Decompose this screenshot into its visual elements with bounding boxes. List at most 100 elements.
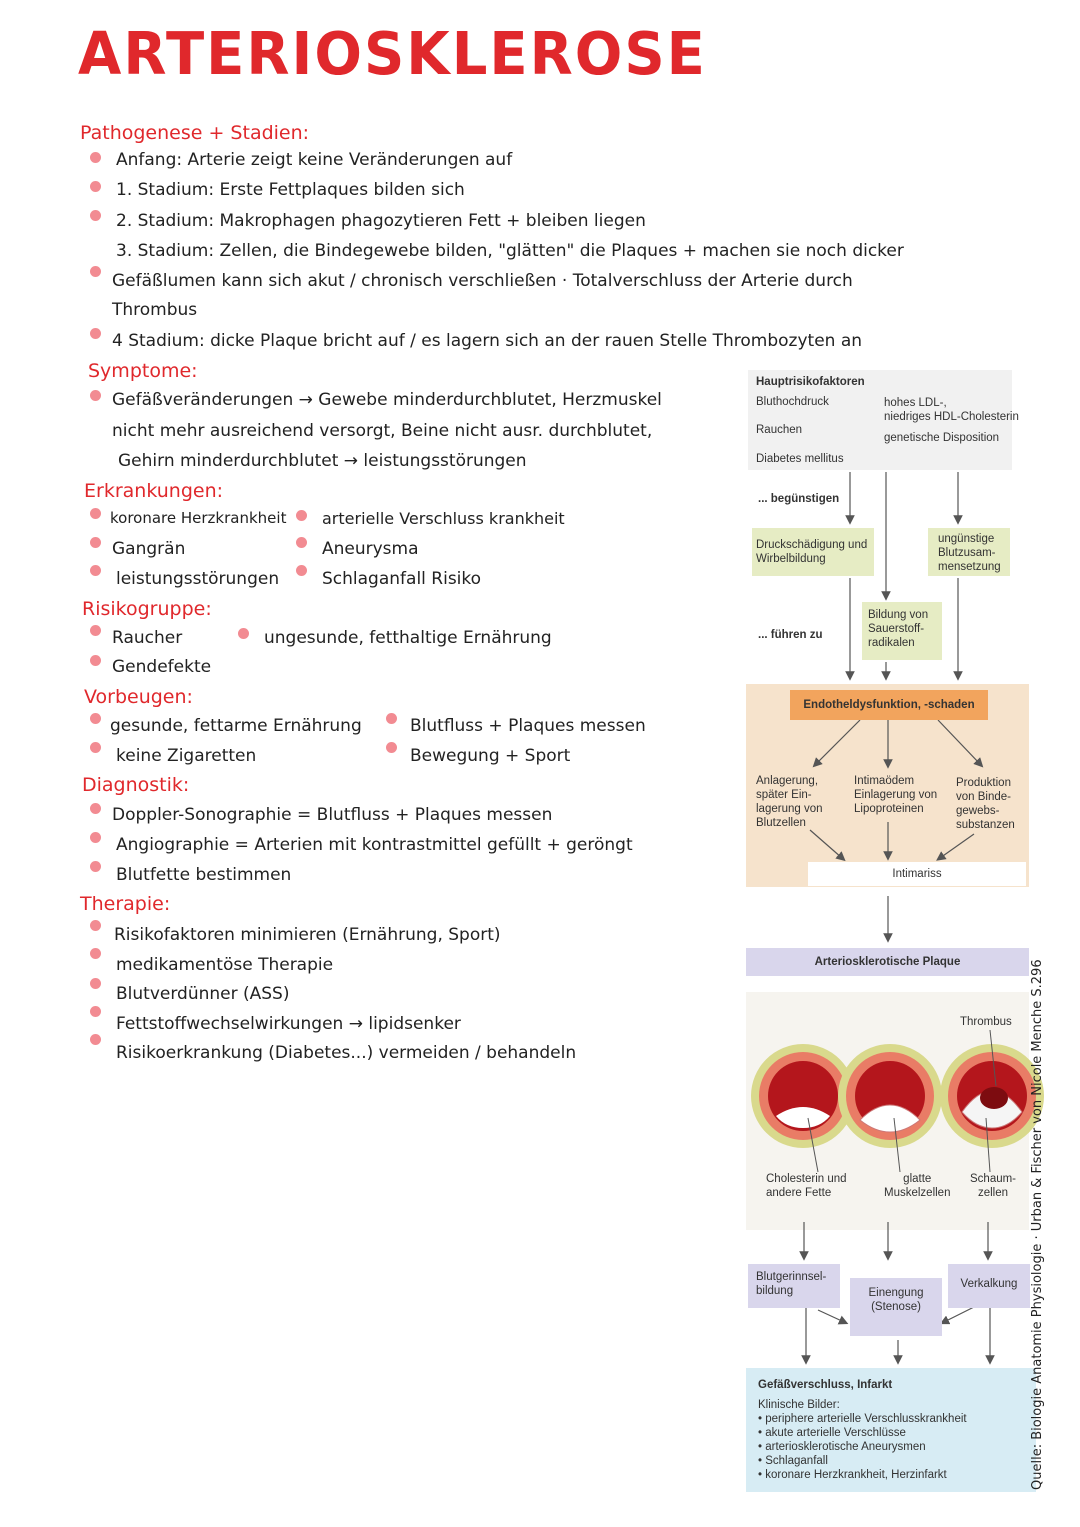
endothel-box: Endotheldysfunktion, -schaden (790, 690, 988, 720)
bullet-icon (90, 152, 101, 163)
intima-line: Lipoproteinen (854, 803, 924, 815)
intima-line: Einlagerung von (854, 789, 938, 801)
blut-line: Blutzusam- (938, 547, 996, 559)
bullet-icon (90, 565, 101, 576)
clinical-item: • periphere arterielle Verschlusskrankhe… (758, 1413, 967, 1425)
clinical-item-text: arteriosklerotische Aneurysmen (765, 1441, 926, 1453)
symptome-item: nicht mehr ausreichend versorgt, Beine n… (112, 421, 653, 441)
intimariss-box: Intimariss (808, 862, 1026, 886)
beguenstigen-label: ... begünstigen (758, 493, 840, 505)
risk-factor: Rauchen (756, 424, 803, 436)
anlagerung-line: Anlagerung, (756, 775, 819, 787)
vessel-cross-section-icon (838, 1044, 942, 1148)
verkalkung-box: Verkalkung (948, 1264, 1030, 1308)
page-title: ARTERIOSKLEROSE (78, 20, 707, 89)
therapie-item: Risikofaktoren minimieren (Ernährung, Sp… (114, 925, 501, 945)
verschluss-heading: Gefäßverschluss, Infarkt (758, 1379, 893, 1391)
heading-diagnostik: Diagnostik: (82, 774, 190, 796)
einengung-line: Einengung (868, 1287, 924, 1299)
plaque-box: Arteriosklerotische Plaque (746, 948, 1029, 976)
bullet-icon (90, 266, 101, 277)
risk-factor: genetische Disposition (884, 432, 1000, 444)
bullet-icon (90, 537, 101, 548)
risk-heading: Hauptrisikofaktoren (756, 376, 865, 388)
bullet-icon (90, 390, 101, 401)
risk-factor: niedriges HDL-Cholesterin (884, 411, 1019, 423)
druck-line: Druckschädigung und (756, 539, 868, 551)
einengung-line: (Stenose) (871, 1301, 921, 1313)
symptome-item: Gefäßveränderungen → Gewebe minderdurchb… (112, 390, 662, 410)
muskelzellen-label: glatte Muskelzellen (884, 1172, 950, 1200)
erkrankung-item: koronare Herzkrankheit (110, 509, 287, 527)
bullet-icon (90, 625, 101, 636)
bullet-icon (90, 181, 101, 192)
pathogenese-item: 1. Stadium: Erste Fettplaques bilden sic… (116, 180, 465, 200)
clinical-item-text: akute arterielle Verschlüsse (765, 1427, 906, 1439)
clinical-item-text: Schlaganfall (765, 1455, 828, 1467)
therapie-item: Blutverdünner (ASS) (116, 984, 290, 1004)
bullet-icon (90, 920, 101, 931)
symptome-item: Gehirn minderdurchblutet → leistungsstör… (118, 451, 527, 471)
schaumzellen-label: Schaum- zellen (970, 1172, 1016, 1200)
anlagerung-line: lagerung von (756, 803, 823, 815)
produktion-line: von Binde- (956, 791, 1011, 803)
risiko-item: Raucher (112, 628, 183, 648)
blut-line: ungünstige (938, 533, 995, 545)
vorbeugen-item: Bewegung + Sport (410, 746, 571, 766)
pathogenese-item: 3. Stadium: Zellen, die Bindegewebe bild… (116, 241, 904, 261)
erkrankung-item: Schlaganfall Risiko (322, 569, 482, 589)
bullet-icon (90, 832, 101, 843)
bullet-icon (90, 713, 101, 724)
diagnostik-item: Doppler-Sonographie = Blutfluss + Plaque… (112, 805, 553, 825)
risiko-item: ungesunde, fetthaltige Ernährung (264, 628, 552, 648)
blutgerinnsel-box: Blutgerinnsel- bildung (748, 1264, 840, 1308)
heading-erkrankungen: Erkrankungen: (84, 480, 224, 502)
clinical-item: • akute arterielle Verschlüsse (758, 1427, 906, 1439)
source-citation: Quelle: Biologie Anatomie Physiologie · … (1030, 959, 1045, 1490)
cholesterin-line: andere Fette (766, 1187, 832, 1199)
bullet-icon (90, 742, 101, 753)
druck-line: Wirbelbildung (756, 553, 826, 565)
heading-pathogenese: Pathogenese + Stadien: (80, 122, 310, 144)
bullet-icon (238, 628, 249, 639)
klinische-bilder-label: Klinische Bilder: (758, 1399, 840, 1411)
anlagerung-text: Anlagerung, später Ein- lagerung von Blu… (756, 774, 823, 830)
pathogenese-item: 2. Stadium: Makrophagen phagozytieren Fe… (116, 211, 646, 231)
pathogenese-item: Gefäßlumen kann sich akut / chronisch ve… (112, 271, 853, 291)
produktion-text: Produktion von Binde- gewebs- substanzen (956, 776, 1015, 832)
produktion-line: gewebs- (956, 805, 1000, 817)
diagnostik-item: Blutfette bestimmen (116, 865, 292, 885)
risk-factor: Bluthochdruck (756, 396, 829, 408)
therapie-item: medikamentöse Therapie (116, 955, 334, 975)
bullet-icon (90, 803, 101, 814)
bullet-icon (90, 978, 101, 989)
radikale-line: radikalen (868, 637, 915, 649)
risiko-item: Gendefekte (112, 657, 212, 677)
erkrankung-item: Gangrän (112, 539, 186, 559)
cholesterin-line: Cholesterin und (766, 1173, 847, 1185)
blutzusammensetzung-box: ungünstige Blutzusam- mensetzung (928, 528, 1010, 576)
anlagerung-line: Blutzellen (756, 817, 806, 829)
erkrankung-item: arterielle Verschluss krankheit (322, 509, 565, 528)
fuehren-label: ... führen zu (758, 629, 823, 641)
blut-line: mensetzung (938, 561, 1001, 573)
gerinnsel-line: Blutgerinnsel- (756, 1271, 827, 1283)
produktion-line: substanzen (956, 819, 1015, 831)
erkrankung-item: Aneurysma (322, 539, 419, 559)
vorbeugen-item: keine Zigaretten (116, 746, 257, 766)
clinical-item-text: periphere arterielle Verschlusskrankheit (765, 1413, 967, 1425)
intimaoedem-text: Intimaödem Einlagerung von Lipoproteinen (854, 774, 937, 816)
pathogenese-item: Anfang: Arterie zeigt keine Veränderunge… (116, 150, 513, 170)
bullet-icon (90, 210, 101, 221)
anlagerung-line: später Ein- (756, 789, 812, 801)
erkrankung-item: leistungsstörungen (116, 569, 280, 589)
clinical-item: • Schlaganfall (758, 1455, 828, 1467)
schaum-line: zellen (977, 1187, 1009, 1199)
pathogenese-item: 4 Stadium: dicke Plaque bricht auf / es … (112, 331, 863, 351)
bullet-icon (90, 861, 101, 872)
bullet-icon (90, 1034, 101, 1045)
bullet-icon (90, 328, 101, 339)
vessel-cross-section-icon (940, 1044, 1044, 1148)
bullet-icon (90, 1006, 101, 1017)
